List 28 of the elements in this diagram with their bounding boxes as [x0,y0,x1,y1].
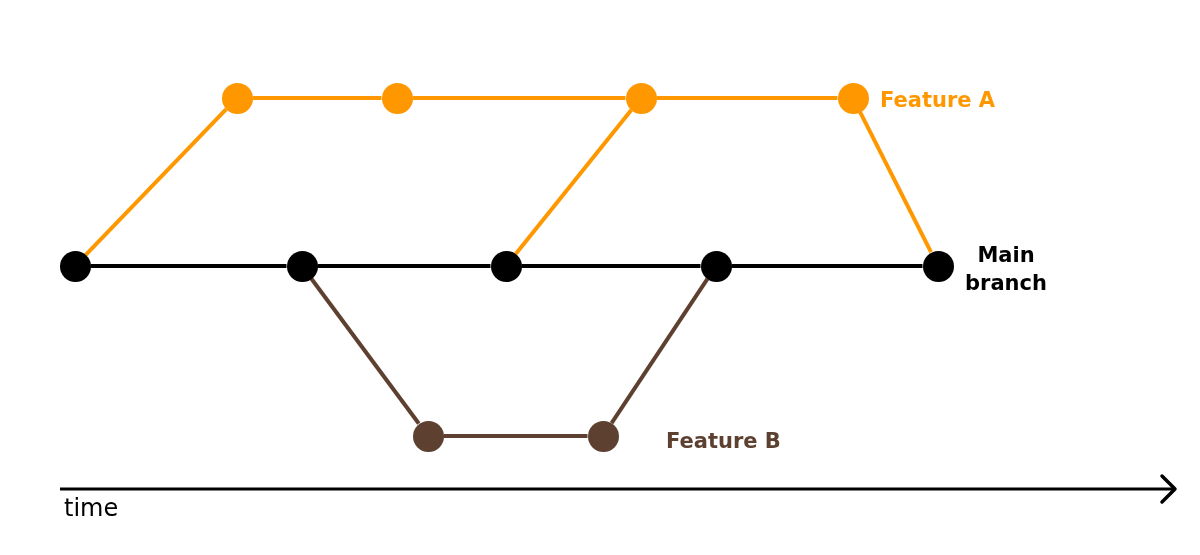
commit-dot [700,250,732,282]
commit-dot [412,420,444,452]
branch-line [90,264,287,268]
branch-line [656,96,838,100]
branch-line [858,110,933,254]
commit-dot [837,82,869,114]
branch-line [609,277,710,425]
branch-line [84,107,228,257]
branch-line [252,96,382,100]
commit-dot [587,420,619,452]
commit-dot [59,250,91,282]
branch-label: Main branch [964,242,1048,297]
branch-line [521,264,701,268]
commit-dot [286,250,318,282]
commit-dot [625,82,657,114]
branch-line [317,264,491,268]
branch-line [309,277,421,425]
commit-dot [922,250,954,282]
axis-label: time [64,493,119,523]
commit-dot [221,82,253,114]
commit-dot [381,82,413,114]
branch-label: Feature B [666,428,781,455]
branch-label: Feature A [880,87,996,114]
branch-line [412,96,626,100]
branch-line [514,108,633,256]
branch-line [443,434,588,438]
commit-dot [490,250,522,282]
branch-line [731,264,923,268]
